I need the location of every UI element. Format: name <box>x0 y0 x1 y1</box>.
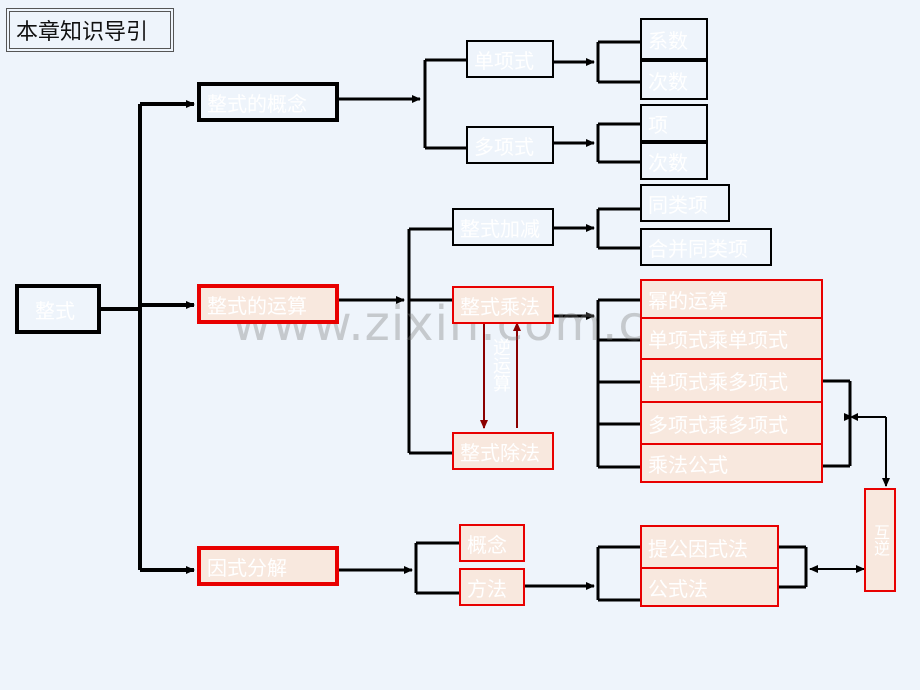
mult-item: 单项式乘多项式 <box>640 358 823 403</box>
mult-item: 乘法公式 <box>640 443 823 483</box>
polynomial-item: 次数 <box>640 142 708 180</box>
node-polynomial: 多项式 <box>466 126 554 164</box>
addsub-item: 同类项 <box>640 184 730 222</box>
node-addsub: 整式加减 <box>452 208 554 246</box>
inverse-label: 逆运算 <box>490 338 511 392</box>
root-connectors <box>100 100 195 574</box>
node-factor: 因式分解 <box>197 546 339 586</box>
mult-item: 单项式乘单项式 <box>640 317 823 360</box>
monomial-item: 系数 <box>640 18 708 60</box>
operation-connectors <box>338 207 852 469</box>
method-item: 提公因式法 <box>640 525 779 569</box>
page-title: 本章知识导引 <box>9 11 171 49</box>
reverse-relation-label: 互逆 <box>871 524 890 556</box>
addsub-item: 合并同类项 <box>640 228 772 266</box>
node-operation: 整式的运算 <box>197 284 339 324</box>
node-factor-method: 方法 <box>459 568 525 606</box>
page-title-frame: 本章知识导引 <box>6 8 174 52</box>
method-item: 公式法 <box>640 567 779 607</box>
inverse-arrows <box>480 322 521 429</box>
node-mult: 整式乘法 <box>452 286 554 324</box>
node-div: 整式除法 <box>452 432 554 470</box>
node-monomial: 单项式 <box>466 40 554 78</box>
node-concept: 整式的概念 <box>197 82 339 122</box>
factor-connectors <box>338 541 808 602</box>
concept-connectors <box>338 40 640 164</box>
root-node: 整式 <box>15 284 101 334</box>
mult-item: 幂的运算 <box>640 279 823 319</box>
mult-item: 多项式乘多项式 <box>640 401 823 445</box>
reverse-arrows <box>809 413 890 573</box>
node-factor-concept: 概念 <box>459 524 525 562</box>
reverse-relation-box: 互逆 <box>864 488 896 592</box>
monomial-item: 次数 <box>640 60 708 100</box>
polynomial-item: 项 <box>640 104 708 142</box>
